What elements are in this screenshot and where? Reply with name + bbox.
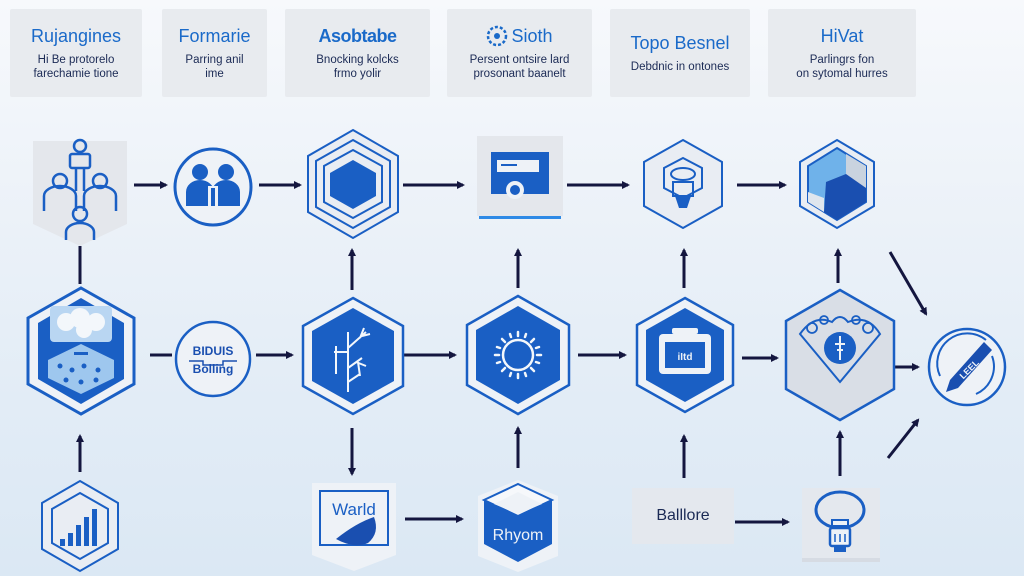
calendar-text: iItd: [678, 352, 693, 363]
node-circuit[interactable]: BIDUIS Bolling: [173, 319, 253, 399]
node-sun[interactable]: [464, 294, 572, 416]
shield-globe-icon: [784, 288, 896, 422]
people-icon: [173, 147, 253, 227]
cube-icon: [799, 138, 875, 230]
ballore-label: Balllore: [656, 507, 710, 524]
card-subtitle: Parlingrs fon on sytomal hurres: [796, 54, 888, 80]
node-bulb[interactable]: [802, 488, 880, 562]
card-subtitle: Hi Be protorelo farechamie tione: [33, 54, 119, 80]
node-layers[interactable]: [306, 128, 400, 240]
sun-icon: [465, 294, 571, 416]
bar-chart-icon: [41, 479, 119, 573]
node-ward[interactable]: Warld: [310, 477, 398, 573]
node-rhyom[interactable]: Rhyom: [474, 478, 562, 574]
header-card-4: Sioth Persent ontsire lard prosonant baa…: [447, 9, 592, 97]
node-shield-globe[interactable]: [784, 288, 896, 422]
ward-text: Warld: [332, 500, 376, 519]
pen-icon: LEEL: [927, 327, 1007, 407]
header-card-5: Topo Besnel Debdnic in ontones: [610, 9, 750, 97]
header-card-1: Rujangines Hi Be protorelo farechamie ti…: [10, 9, 142, 97]
tree-branch-icon: [301, 296, 405, 416]
cube-label-icon: Rhyom: [478, 480, 558, 572]
card-subtitle: Persent ontsire lard prosonant baanelt: [469, 54, 570, 80]
node-chart[interactable]: [38, 479, 122, 573]
card-title: Rujangines: [30, 26, 122, 46]
header-card-6: HiVat Parlingrs fon on sytomal hurres: [768, 9, 916, 97]
card-title: Asobtabe: [318, 26, 397, 46]
arrow: [886, 418, 920, 459]
circuit-icon: BIDUIS Bolling: [174, 320, 252, 398]
ward-icon: Warld: [312, 483, 396, 571]
card-title: Topo Besnel: [630, 33, 730, 53]
card-subtitle: Parring anil ime: [185, 54, 244, 80]
node-ballore[interactable]: Balllore: [632, 488, 734, 544]
arrow: [888, 251, 928, 316]
gear-icon: [487, 25, 508, 47]
calendar-icon: iItd: [635, 296, 735, 414]
node-people[interactable]: [172, 146, 254, 228]
browser-window-icon: [477, 136, 563, 219]
rhyom-text: Rhyom: [493, 527, 544, 544]
cloud-database-icon: [26, 286, 136, 416]
node-team[interactable]: [30, 136, 130, 248]
lighthouse-icon: [643, 138, 723, 230]
node-pen[interactable]: LEEL: [926, 326, 1008, 408]
card-subtitle: Debdnic in ontones: [630, 61, 730, 73]
circuit-text-bottom: Bolling: [193, 362, 234, 376]
node-tree[interactable]: [300, 296, 406, 416]
node-cloud-db[interactable]: [24, 286, 138, 416]
lightbulb-icon: [802, 488, 880, 562]
header-card-3: Asobtabe Bnocking kolcks frmo yolir: [285, 9, 430, 97]
node-browser[interactable]: [477, 136, 563, 222]
card-title-row: Sioth: [486, 25, 553, 47]
node-box[interactable]: [796, 138, 878, 230]
header-card-2: Formarie Parring anil ime: [162, 9, 267, 97]
node-calendar[interactable]: iItd: [634, 296, 736, 414]
card-title: Formarie: [178, 26, 251, 46]
layered-hexagon-icon: [307, 128, 399, 240]
circuit-text-top: BIDUIS: [193, 344, 234, 358]
node-lighthouse[interactable]: [640, 138, 726, 230]
card-title: HiVat: [820, 26, 864, 46]
team-hierarchy-icon: [33, 138, 127, 246]
card-subtitle: Bnocking kolcks frmo yolir: [316, 54, 399, 80]
